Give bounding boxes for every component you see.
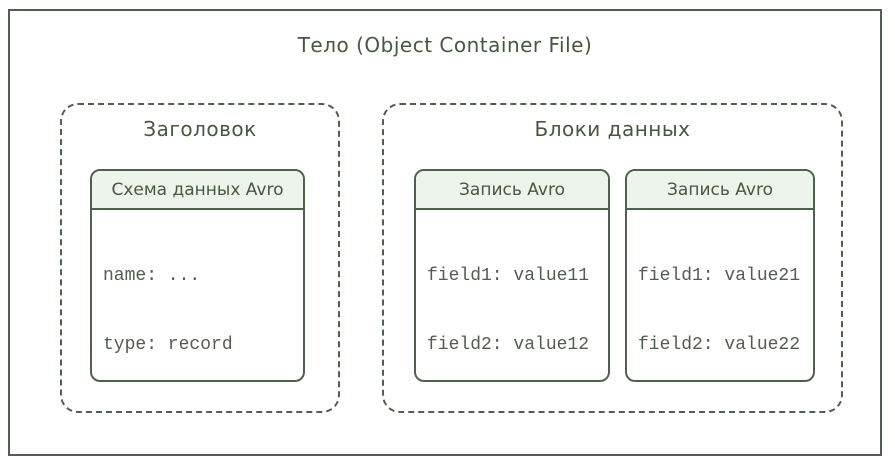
data-blocks-group-title: Блоки данных	[534, 117, 691, 141]
record-line: field2: value22	[638, 335, 801, 355]
header-group-box: Заголовок Схема данных Avro name: ... ty…	[60, 103, 340, 413]
avro-record-card-2-body: field1: value21 field2: value22 ... [sys…	[627, 210, 813, 380]
avro-schema-card-title: Схема данных Avro	[92, 171, 303, 210]
record-line: field1: value11	[427, 266, 590, 286]
schema-line: type: record	[103, 335, 233, 355]
schema-line: name: ...	[103, 266, 201, 286]
record-line: field1: value21	[638, 266, 801, 286]
avro-schema-card-body: name: ... type: record field1: datatype1…	[92, 210, 303, 380]
diagram-title: Тело (Object Container File)	[297, 33, 593, 57]
record-line: field2: value12	[427, 335, 590, 355]
avro-record-card-1-body: field1: value11 field2: value12 ... [sys…	[416, 210, 608, 380]
avro-record-card-1-title: Запись Avro	[416, 171, 608, 210]
data-blocks-group-box: Блоки данных Запись Avro field1: value11…	[382, 103, 843, 413]
avro-record-card-2-title: Запись Avro	[627, 171, 813, 210]
object-container-file-box: Тело (Object Container File) Заголовок С…	[8, 9, 882, 456]
avro-record-card-1: Запись Avro field1: value11 field2: valu…	[414, 169, 610, 382]
header-group-title: Заголовок	[143, 117, 257, 141]
avro-schema-card: Схема данных Avro name: ... type: record…	[90, 169, 305, 382]
avro-record-card-2: Запись Avro field1: value21 field2: valu…	[625, 169, 815, 382]
